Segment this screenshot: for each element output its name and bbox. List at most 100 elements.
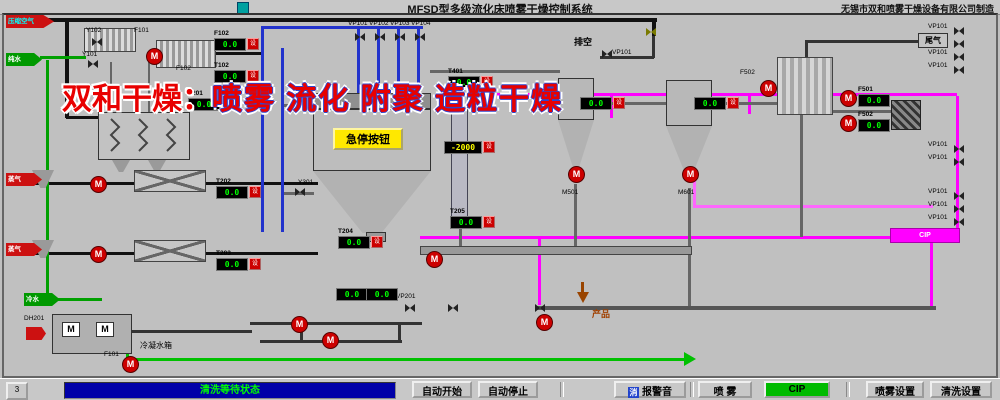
setpoint-button[interactable]: 设 [483,216,495,228]
valve-icon[interactable] [954,27,964,35]
pipe [538,239,541,305]
equipment-label: F101 [134,27,149,34]
filter-zigzag-icon [109,118,177,152]
valve-icon[interactable] [295,100,305,108]
setpoint-button[interactable]: 设 [247,38,259,50]
flow-arrow: 蒸气 [6,173,42,186]
motor-fan-icon[interactable]: M [426,251,443,268]
pipe [693,205,933,208]
equipment-label: 排空 [574,37,593,47]
valve-icon[interactable] [395,33,405,41]
setpoint-button[interactable]: 设 [371,236,383,248]
value-label: F502 [858,111,873,118]
motor-fan-icon[interactable]: M [536,314,553,331]
valve-icon[interactable] [375,33,385,41]
valve-icon[interactable] [405,304,415,312]
pump-icon[interactable]: M [62,322,80,337]
valve-icon[interactable] [646,28,656,36]
pipe [132,330,252,333]
clean-settings-button[interactable]: 清洗设置 [930,381,992,398]
page-button[interactable]: 3 [6,382,28,400]
equipment-label: DH201 [24,315,45,322]
valve-icon[interactable] [448,304,458,312]
valve-icon[interactable] [295,188,305,196]
alarm-mute-button[interactable]: 消报警音 [614,381,686,398]
pipe [594,102,668,105]
valve-icon[interactable] [954,205,964,213]
valve-icon[interactable] [355,33,365,41]
value-label: T102 [214,62,229,69]
valve-icon[interactable] [954,158,964,166]
silencer [891,100,921,130]
valve-icon[interactable] [954,66,964,74]
equipment-label: 冷凝水箱 [140,341,172,350]
equipment-label: VP102 [369,20,389,27]
setpoint-button[interactable]: 设 [483,141,495,153]
emergency-stop-button[interactable]: 急停按钮 [333,128,403,150]
setpoint-button[interactable]: 设 [249,258,261,270]
valve-icon[interactable] [954,53,964,61]
motor-fan-icon[interactable]: M [840,90,857,107]
setpoint-button[interactable]: 设 [249,186,261,198]
pipe [261,26,423,29]
auto-start-button[interactable]: 自动开始 [412,381,472,398]
pump-icon[interactable]: M [96,322,114,337]
motor-fan-icon[interactable]: M [146,48,163,65]
pipe [40,56,86,59]
spray-button[interactable]: 喷 雾 [698,381,752,398]
pipe [397,29,400,93]
motor-fan-icon[interactable]: M [90,246,107,263]
setpoint-button[interactable]: 设 [613,97,625,109]
pipe [956,96,959,238]
toolbar-separator [560,382,564,397]
motor-fan-icon[interactable]: M [122,356,139,373]
valve-icon[interactable] [415,33,425,41]
value-display: 0.0 [188,98,220,111]
value-label: F102 [214,30,229,37]
motor-fan-icon[interactable]: M [760,80,777,97]
setpoint-button[interactable]: 设 [247,70,259,82]
pipe [216,52,264,55]
motor-fan-icon[interactable]: M [568,166,585,183]
pipe [281,48,284,232]
pipe [806,40,920,43]
setpoint-button[interactable]: 设 [727,97,739,109]
motor-fan-icon[interactable]: M [322,332,339,349]
pipe [261,26,264,232]
title-bar: MFSD型多级流化床喷雾干燥控制系统 无锡市双和喷雾干燥设备有限公司制造 [0,0,1000,16]
equipment-label: VP103 [390,20,410,27]
valve-icon[interactable] [954,218,964,226]
spray-settings-button[interactable]: 喷雾设置 [866,381,924,398]
motor-fan-icon[interactable]: M [682,166,699,183]
flow-arrow [26,327,46,340]
valve-icon[interactable] [88,60,98,68]
pipe [126,358,686,361]
auto-stop-button[interactable]: 自动停止 [478,381,538,398]
pipe [930,239,933,309]
equipment-label: VP101 [928,23,948,30]
valve-icon[interactable] [535,304,545,312]
cip-button[interactable]: CIP [764,381,830,398]
pipe [459,226,462,248]
pipe [652,36,655,58]
flow-arrow: 冷水 [24,293,60,306]
equipment-label: VP101 [928,214,948,221]
value-display: 0.0 [214,38,246,51]
pipe [250,322,422,325]
motor-fan-icon[interactable]: M [840,115,857,132]
equipment-label: VP201 [396,293,416,300]
valve-icon[interactable] [602,50,612,58]
valve-icon[interactable] [954,40,964,48]
valve-icon[interactable] [92,38,102,46]
motor-fan-icon[interactable]: M [291,316,308,333]
motor-fan-icon[interactable]: M [90,176,107,193]
valve-icon[interactable] [954,192,964,200]
pipe [833,110,891,113]
setpoint-button[interactable]: 设 [221,98,233,110]
valve-icon[interactable] [954,145,964,153]
condenser-tower [777,57,833,115]
setpoint-button[interactable]: 设 [481,76,493,88]
equipment-label: F102 [176,65,191,72]
tail-gas-label: 尾气 [918,33,948,48]
